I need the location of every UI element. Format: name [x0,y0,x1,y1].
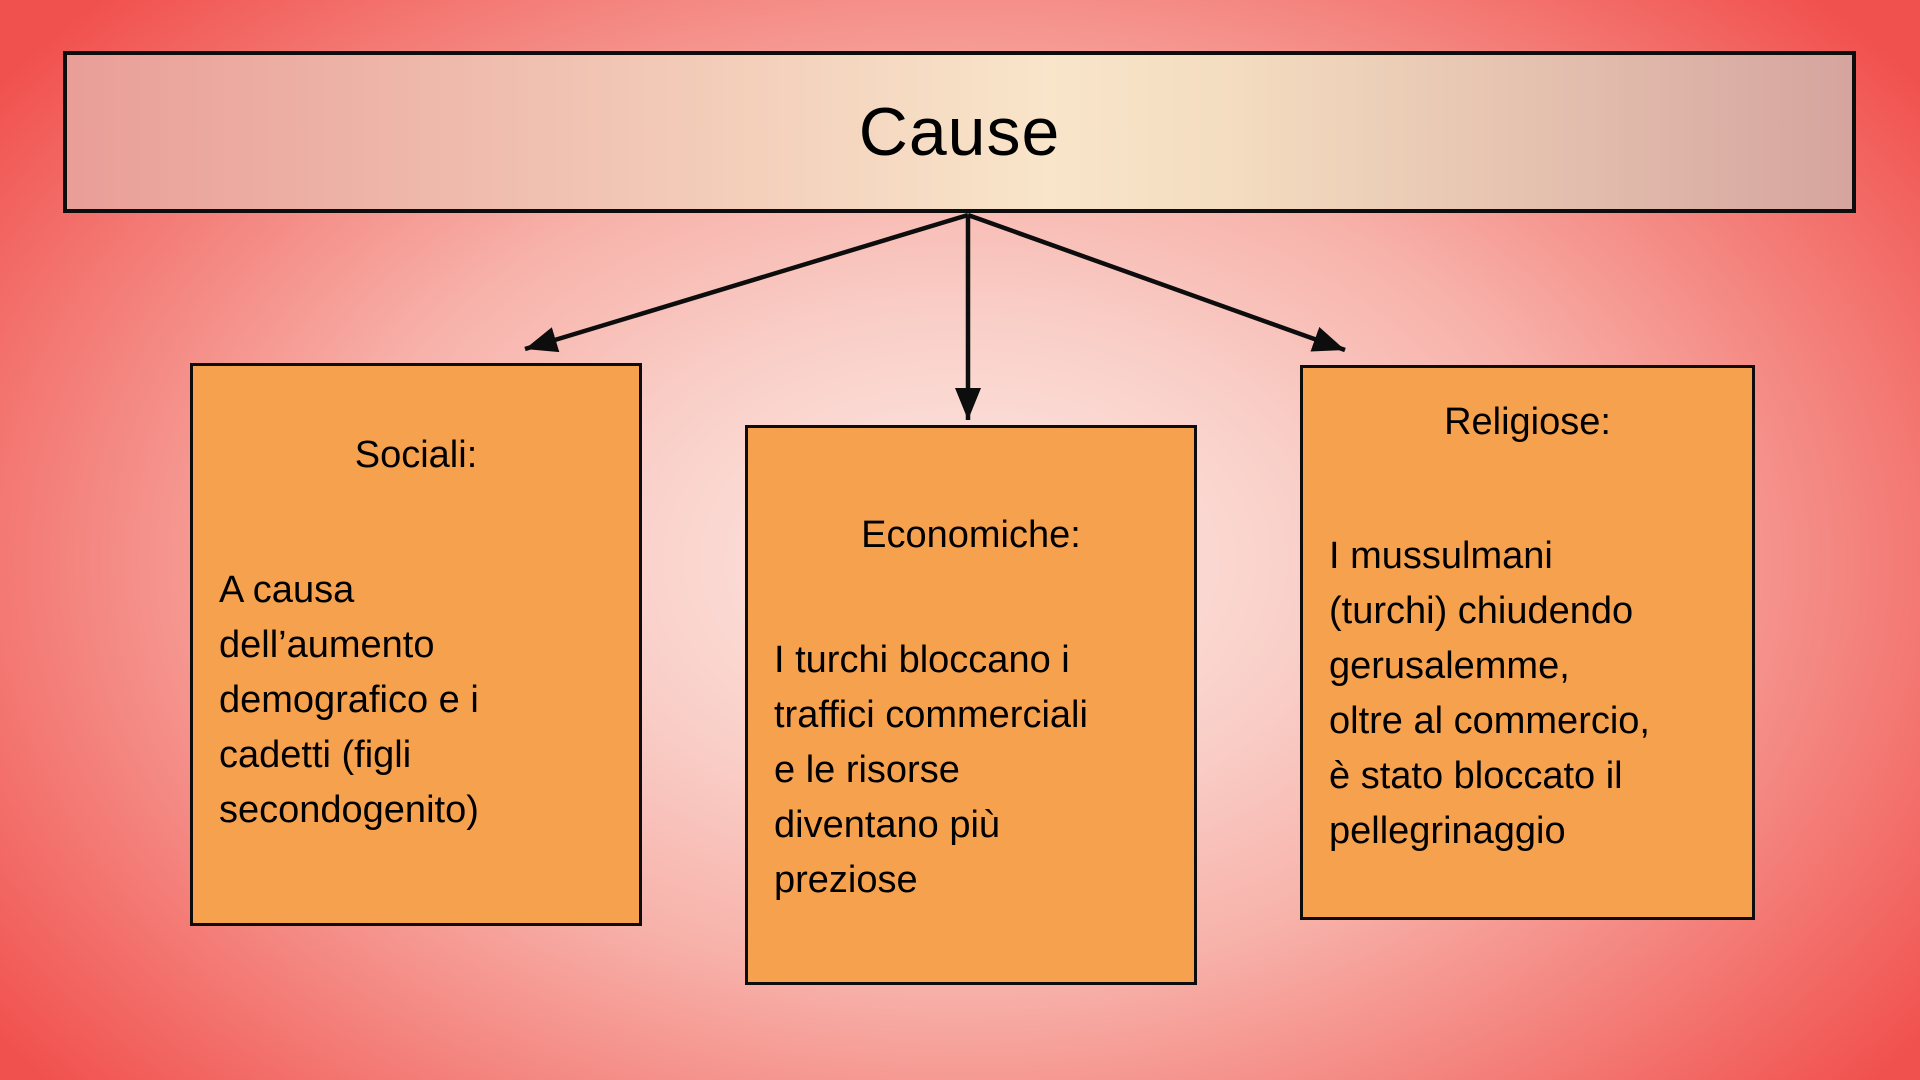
box-heading-sociali: Sociali: [354,434,478,476]
box-body-sociali: A causa dell’aumento demografico e i cad… [219,569,479,831]
cause-box-sociali: Sociali: A causa dell’aumento demografic… [190,363,642,926]
box-body-economiche: I turchi bloccano i traffici commerciali… [774,639,1088,901]
box-body-religiose: I mussulmani (turchi) chiudendo gerusale… [1329,535,1650,852]
arrow-to-religiose [967,212,1346,353]
arrow-to-sociali [524,212,969,353]
slide-title: Cause [858,94,1061,170]
cause-box-religiose: Religiose: I mussulmani (turchi) chiuden… [1300,365,1755,920]
box-heading-religiose: Religiose: [1444,401,1611,443]
title-banner: Cause [63,51,1856,213]
box-heading-economiche: Economiche: [861,514,1081,556]
cause-box-economiche: Economiche: I turchi bloccano i traffici… [745,425,1197,985]
